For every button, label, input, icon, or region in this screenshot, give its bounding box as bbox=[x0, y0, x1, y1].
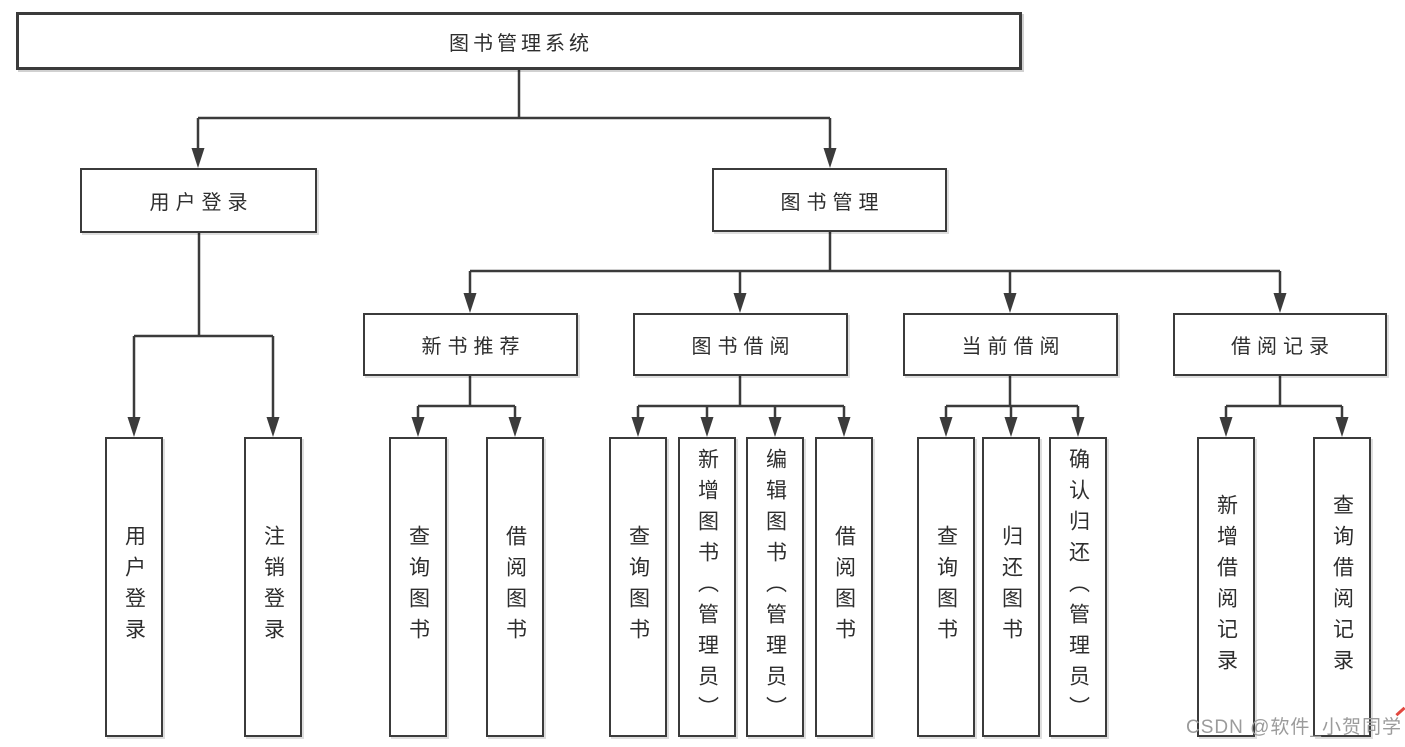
connector-root-to-level2 bbox=[196, 70, 832, 152]
leaf-current-query: 查询图书 bbox=[917, 437, 975, 737]
leaf-logout-label: 注销登录 bbox=[261, 525, 285, 649]
leaf-borrow-add-admin: 新增图书（管理员） bbox=[678, 437, 736, 737]
leaf-records-add-label: 新增借阅记录 bbox=[1214, 494, 1238, 680]
node-new-book-recommend-label: 新书推荐 bbox=[421, 336, 526, 358]
leaf-newbooks-borrow-label: 借阅图书 bbox=[503, 525, 527, 649]
node-borrow-records: 借阅记录 bbox=[1173, 313, 1387, 376]
node-current-borrowing: 当前借阅 bbox=[903, 313, 1118, 376]
leaf-borrow-book-label: 借阅图书 bbox=[832, 525, 856, 649]
node-user-login-label: 用户登录 bbox=[149, 192, 254, 214]
connector-bookborrow-to-leaves bbox=[636, 376, 846, 423]
connector-bookmgmt-to-level3 bbox=[468, 232, 1282, 298]
node-current-borrowing-label: 当前借阅 bbox=[961, 336, 1066, 358]
leaf-current-return: 归还图书 bbox=[982, 437, 1040, 737]
leaf-borrow-edit-admin: 编辑图书（管理员） bbox=[746, 437, 804, 737]
node-new-book-recommend: 新书推荐 bbox=[363, 313, 578, 376]
node-root-label: 图书管理系统 bbox=[449, 32, 593, 55]
watermark: CSDN @软件_小贺同学 bbox=[1186, 706, 1405, 739]
leaf-borrow-edit-admin-label: 编辑图书（管理员） bbox=[763, 447, 787, 727]
watermark-text: CSDN @软件_小贺同学 bbox=[1186, 717, 1402, 738]
node-user-login: 用户登录 bbox=[80, 168, 317, 233]
leaf-user-login-label: 用户登录 bbox=[122, 525, 146, 649]
leaf-records-query-label: 查询借阅记录 bbox=[1330, 494, 1354, 680]
connector-currentborrow-to-leaves bbox=[944, 376, 1080, 423]
node-book-borrowing-label: 图书借阅 bbox=[691, 336, 796, 358]
connector-newbooks-to-leaves bbox=[416, 376, 517, 423]
node-book-management: 图书管理 bbox=[712, 168, 947, 232]
node-book-management-label: 图书管理 bbox=[780, 191, 885, 214]
leaf-records-add: 新增借阅记录 bbox=[1197, 437, 1255, 737]
node-book-borrowing: 图书借阅 bbox=[633, 313, 848, 376]
leaf-newbooks-borrow: 借阅图书 bbox=[486, 437, 544, 737]
leaf-current-return-label: 归还图书 bbox=[999, 525, 1023, 649]
leaf-records-query: 查询借阅记录 bbox=[1313, 437, 1371, 737]
leaf-borrow-query: 查询图书 bbox=[609, 437, 667, 737]
leaf-borrow-query-label: 查询图书 bbox=[626, 525, 650, 649]
leaf-current-confirm-admin-label: 确认归还（管理员） bbox=[1066, 447, 1090, 727]
leaf-current-query-label: 查询图书 bbox=[934, 525, 958, 649]
leaf-borrow-add-admin-label: 新增图书（管理员） bbox=[695, 447, 719, 727]
leaf-newbooks-query: 查询图书 bbox=[389, 437, 447, 737]
leaf-logout: 注销登录 bbox=[244, 437, 302, 737]
node-borrow-records-label: 借阅记录 bbox=[1231, 336, 1335, 358]
leaf-borrow-book: 借阅图书 bbox=[815, 437, 873, 737]
leaf-current-confirm-admin: 确认归还（管理员） bbox=[1049, 437, 1107, 737]
connector-records-to-leaves bbox=[1224, 376, 1344, 423]
node-root-system: 图书管理系统 bbox=[16, 12, 1022, 70]
leaf-newbooks-query-label: 查询图书 bbox=[406, 525, 430, 649]
leaf-user-login: 用户登录 bbox=[105, 437, 163, 737]
connector-userlogin-to-leaves bbox=[132, 233, 275, 421]
